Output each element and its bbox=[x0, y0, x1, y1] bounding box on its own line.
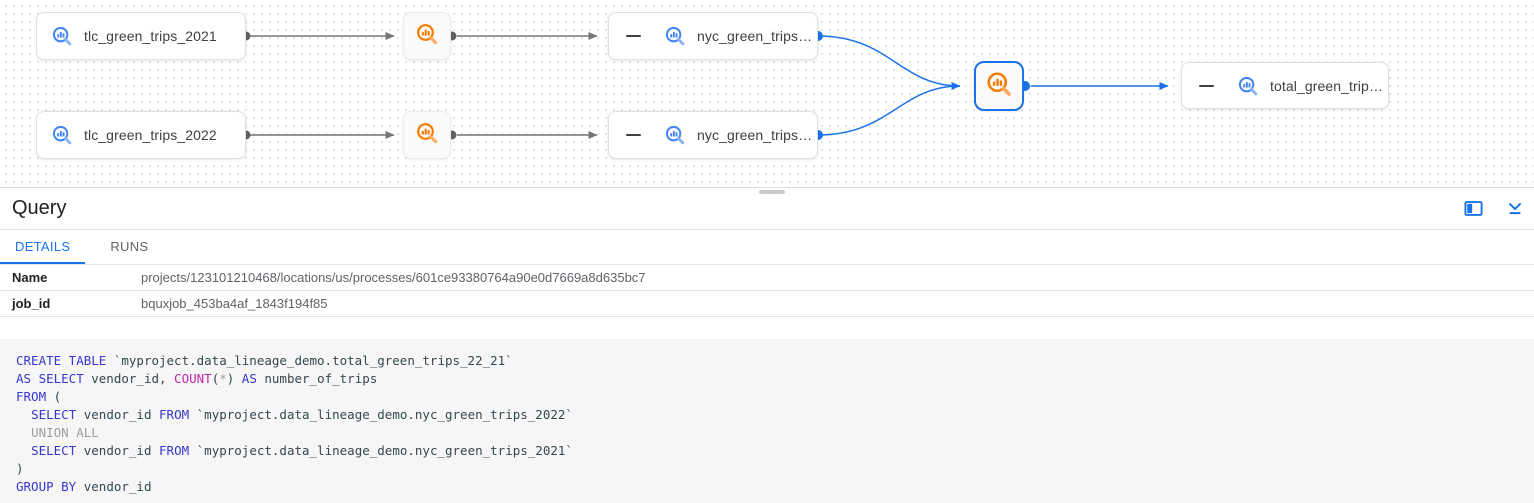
detail-row-label: job_id bbox=[12, 296, 51, 312]
node-tlc-green-trips-2021[interactable]: tlc_green_trips_2021 bbox=[36, 12, 246, 60]
bigquery-table-icon bbox=[664, 25, 686, 47]
node-tlc-green-trips-2022[interactable]: tlc_green_trips_2022 bbox=[36, 111, 246, 159]
lineage-graph-canvas[interactable]: tlc_green_trips_2021 tlc_green_trips_202… bbox=[0, 0, 1534, 188]
panel-title: Query bbox=[12, 197, 67, 220]
node-label: tlc_green_trips_2022 bbox=[84, 127, 217, 143]
chevron-down-line-icon bbox=[1509, 202, 1521, 214]
node-label: total_green_trip… bbox=[1270, 77, 1383, 94]
node-nyc-green-trips-bottom[interactable]: nyc_green_trips… bbox=[608, 111, 818, 159]
bigquery-table-icon bbox=[1237, 75, 1259, 97]
process-node-top[interactable] bbox=[403, 12, 451, 60]
node-nyc-green-trips-top[interactable]: nyc_green_trips… bbox=[608, 12, 818, 60]
edge-nyc-bottom-to-query bbox=[817, 85, 961, 136]
table-row: job_id bquxjob_453ba4af_1843f194f85 bbox=[0, 291, 1534, 318]
edge-nyc-top-to-query bbox=[817, 35, 961, 90]
collapse-columns-icon[interactable] bbox=[1199, 84, 1214, 87]
bigquery-table-icon bbox=[51, 124, 73, 146]
query-process-icon bbox=[415, 22, 439, 51]
detail-row-value: bquxjob_453ba4af_1843f194f85 bbox=[141, 296, 328, 312]
tab-runs[interactable]: RUNS bbox=[110, 238, 149, 254]
collapse-panel-button[interactable] bbox=[1503, 197, 1527, 221]
node-label: nyc_green_trips… bbox=[697, 127, 813, 143]
detail-row-value: projects/123101210468/locations/us/proce… bbox=[141, 270, 646, 286]
process-node-bottom[interactable] bbox=[403, 111, 451, 159]
bigquery-table-icon bbox=[664, 124, 686, 146]
collapse-columns-icon[interactable] bbox=[626, 134, 641, 136]
node-total-green-trips[interactable]: total_green_trip… bbox=[1181, 62, 1389, 109]
sql-code-block: CREATE TABLE `myproject.data_lineage_dem… bbox=[0, 339, 1534, 503]
query-details-panel: Query DETAILS RUNS bbox=[0, 188, 1534, 503]
panel-resize-handle[interactable] bbox=[759, 190, 785, 194]
query-process-icon bbox=[415, 121, 439, 150]
table-row: Name projects/123101210468/locations/us/… bbox=[0, 265, 1534, 292]
panel-header: Query bbox=[0, 188, 1534, 231]
collapse-columns-icon[interactable] bbox=[626, 35, 641, 37]
details-table: Name projects/123101210468/locations/us/… bbox=[0, 265, 1534, 318]
bigquery-table-icon bbox=[51, 25, 73, 47]
detail-row-label: Name bbox=[12, 270, 48, 286]
query-process-icon bbox=[985, 70, 1013, 103]
panel-tabs: DETAILS RUNS bbox=[0, 230, 1534, 266]
process-node-query-selected[interactable] bbox=[974, 61, 1024, 111]
node-label: tlc_green_trips_2021 bbox=[84, 28, 217, 44]
panel-actions bbox=[1461, 197, 1529, 221]
node-label: nyc_green_trips… bbox=[697, 28, 813, 44]
side-panel-icon bbox=[1463, 201, 1483, 216]
tab-details[interactable]: DETAILS bbox=[0, 230, 86, 265]
open-in-side-panel-button[interactable] bbox=[1461, 197, 1485, 221]
